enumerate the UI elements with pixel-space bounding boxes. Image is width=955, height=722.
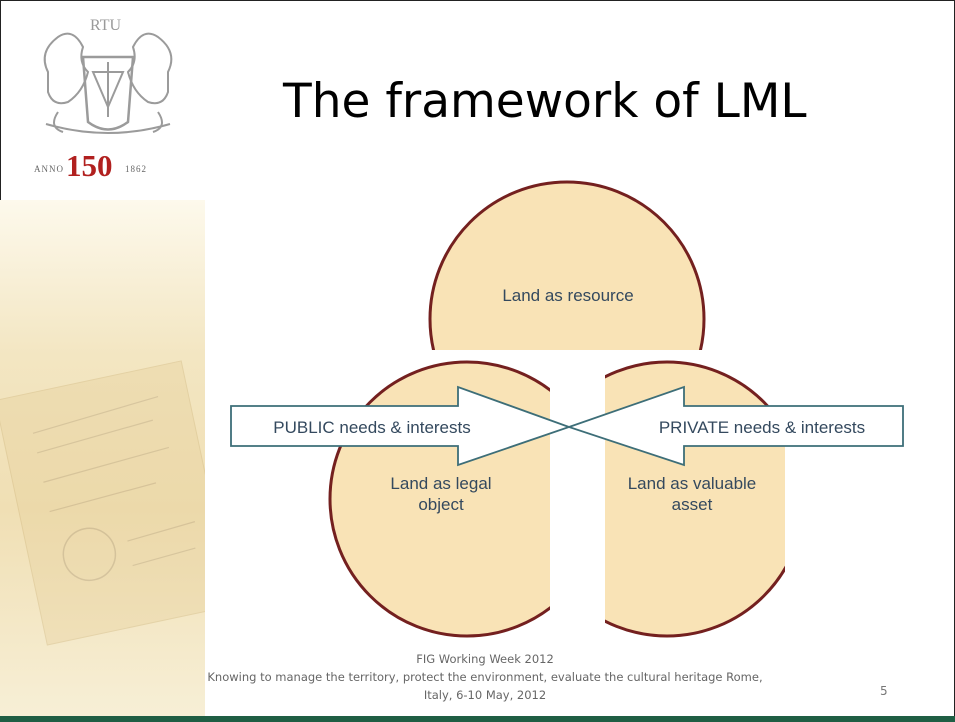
label-public-needs: PUBLIC needs & interests	[273, 418, 470, 437]
logo-anno-line: ANNO 150 1862	[30, 148, 190, 183]
logo-anniversary-number: 150	[66, 148, 113, 183]
slide-title: The framework of LML	[283, 74, 807, 129]
footer-line-3: Italy, 6-10 May, 2012	[423, 688, 547, 702]
circle-land-as-resource	[428, 180, 706, 350]
label-land-as-legal-line1: Land as legal	[390, 474, 491, 493]
sidebar-decoration	[0, 200, 234, 716]
logo-rtu-text: RTU	[90, 17, 121, 34]
footer-line-1: FIG Working Week 2012	[416, 652, 554, 666]
arrow-public	[230, 385, 572, 467]
arrow-private	[566, 385, 904, 467]
label-private-needs: PRIVATE needs & interests	[659, 418, 865, 437]
label-land-as-resource: Land as resource	[502, 286, 633, 305]
footer-line-2: Knowing to manage the territory, protect…	[207, 670, 763, 684]
slide-footer: FIG Working Week 2012 Knowing to manage …	[180, 650, 790, 704]
page-number: 5	[880, 684, 888, 698]
rtu-crest-logo: RTU	[43, 17, 173, 134]
bottom-bar	[0, 716, 955, 722]
label-land-as-legal-line2: object	[418, 495, 464, 514]
label-land-as-valuable-line2: asset	[672, 495, 713, 514]
label-land-as-valuable-line1: Land as valuable	[628, 474, 757, 493]
logo-year: 1862	[125, 164, 147, 174]
document-image	[0, 360, 234, 646]
logo-anno-word: ANNO	[34, 164, 64, 174]
